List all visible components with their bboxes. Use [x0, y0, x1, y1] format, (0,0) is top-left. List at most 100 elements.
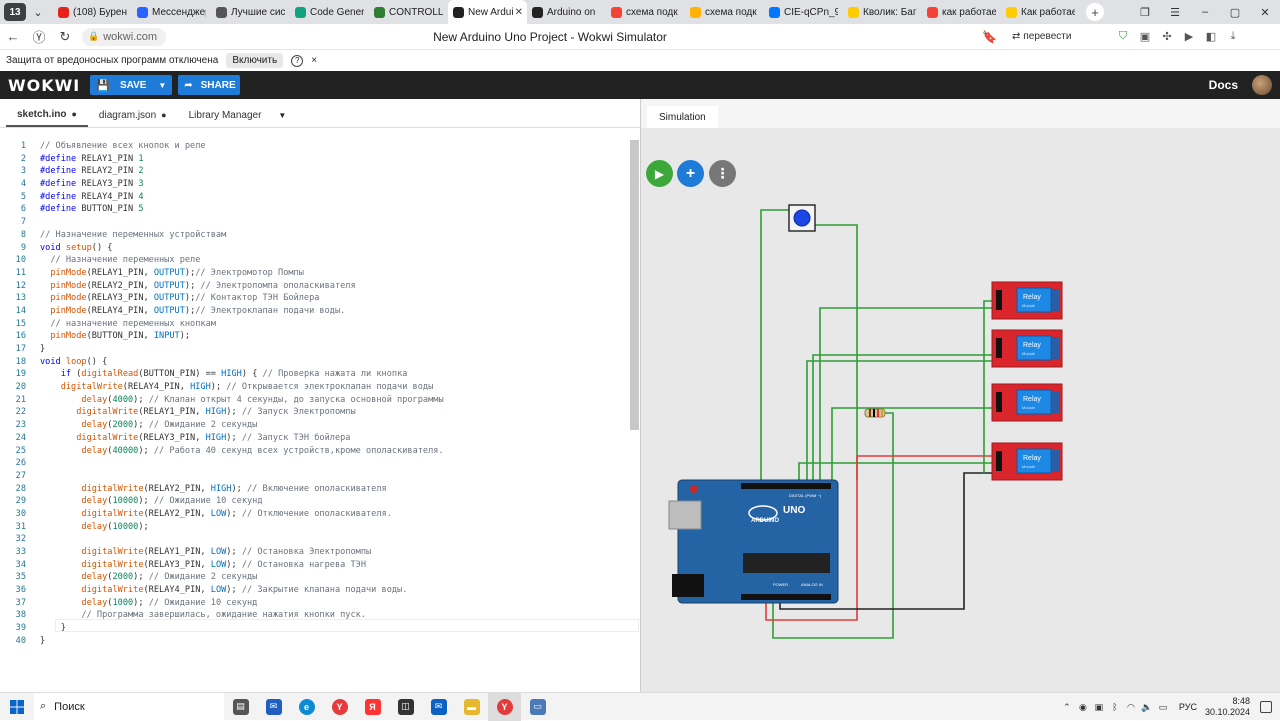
browser-tab[interactable]: New Ardui✕: [448, 0, 527, 24]
language-indicator[interactable]: РУС: [1178, 702, 1197, 712]
browser-tab[interactable]: Лучшие сис: [211, 0, 290, 24]
resistor-band[interactable]: [873, 409, 875, 417]
resistor-band[interactable]: [877, 409, 879, 417]
enable-protection-button[interactable]: Включить: [226, 53, 284, 68]
code-line[interactable]: 38 // Программа завершилась, ожидание на…: [0, 609, 630, 622]
relay-coil[interactable]: [1016, 389, 1052, 415]
code-line[interactable]: 16 pinMode(BUTTON_PIN, INPUT);: [0, 330, 630, 343]
more-options-button[interactable]: ⋮: [709, 160, 736, 187]
code-line[interactable]: 36 digitalWrite(RELAY4_PIN, LOW); // Зак…: [0, 584, 630, 597]
reload-icon[interactable]: ↻: [59, 28, 71, 44]
close-tab-icon[interactable]: ✕: [514, 6, 523, 18]
code-line[interactable]: 19 if (digitalRead(BUTTON_PIN) == HIGH) …: [0, 368, 630, 381]
code-line[interactable]: 6#define BUTTON_PIN 5: [0, 203, 630, 216]
save-button[interactable]: 💾SAVE▼: [90, 75, 173, 95]
tab-count-badge[interactable]: 13: [4, 3, 26, 21]
avatar[interactable]: [1252, 75, 1272, 95]
relay-terminal[interactable]: [1052, 289, 1060, 311]
code-line[interactable]: 39 }: [0, 622, 630, 635]
yandex-browser-icon[interactable]: Y: [323, 693, 356, 721]
relay-coil[interactable]: [1016, 335, 1052, 361]
save-icon[interactable]: ▣: [1139, 31, 1151, 43]
browser-tab[interactable]: Code Gener: [290, 0, 369, 24]
browser-tab[interactable]: схема подк: [685, 0, 764, 24]
store-icon[interactable]: ◫: [389, 693, 422, 721]
bookmark-icon[interactable]: 🔖: [982, 29, 997, 44]
analog-header[interactable]: [741, 594, 831, 600]
chevron-up-icon[interactable]: ⌃: [1063, 701, 1071, 712]
back-icon[interactable]: ←: [6, 29, 20, 44]
code-line[interactable]: 13 pinMode(RELAY3_PIN, OUTPUT);// Контак…: [0, 292, 630, 305]
yandex-active-icon[interactable]: Y: [488, 692, 521, 721]
code-line[interactable]: 23 delay(2000); // Ожидание 2 секунды: [0, 419, 630, 432]
code-line[interactable]: 34 digitalWrite(RELAY3_PIN, LOW); // Ост…: [0, 559, 630, 572]
close-window-icon[interactable]: ✕: [1260, 6, 1270, 19]
browser-tab[interactable]: схема подк: [606, 0, 685, 24]
code-line[interactable]: 28 digitalWrite(RELAY2_PIN, HIGH); // Вк…: [0, 483, 630, 496]
code-line[interactable]: 11 pinMode(RELAY1_PIN, OUTPUT);// Электр…: [0, 267, 630, 280]
taskbar-search[interactable]: ⌕Поиск: [34, 692, 224, 721]
code-line[interactable]: 40}: [0, 635, 630, 648]
relay-pin-header[interactable]: [996, 290, 1002, 310]
download-icon[interactable]: ⤓: [1230, 30, 1236, 42]
usb-port[interactable]: [668, 500, 702, 530]
code-line[interactable]: 25 delay(40000); // Работа 40 секунд все…: [0, 445, 630, 458]
editor-tab[interactable]: Library Manager: [178, 103, 273, 127]
code-line[interactable]: 29 delay(10000); // Ожидание 10 секунд: [0, 495, 630, 508]
relay-coil[interactable]: [1016, 448, 1052, 474]
mail-icon[interactable]: ✉: [422, 693, 455, 721]
editor-tab[interactable]: sketch.ino●: [6, 103, 88, 127]
yandex-icon[interactable]: Я: [356, 693, 389, 721]
shield-icon[interactable]: ⛉: [1118, 30, 1128, 42]
code-line[interactable]: 33 digitalWrite(RELAY1_PIN, LOW); // Ост…: [0, 546, 630, 559]
code-line[interactable]: 22 digitalWrite(RELAY1_PIN, HIGH); // За…: [0, 406, 630, 419]
code-line[interactable]: 7: [0, 216, 630, 229]
code-line[interactable]: 8// Назначение переменных устройствам: [0, 229, 630, 242]
url-field[interactable]: 🔒wokwi.com: [82, 27, 166, 46]
power-jack[interactable]: [672, 574, 704, 597]
code-line[interactable]: 14 pinMode(RELAY4_PIN, OUTPUT);// Электр…: [0, 305, 630, 318]
browser-tab[interactable]: как работае: [922, 0, 1001, 24]
browser-tab[interactable]: Как работае: [1001, 0, 1080, 24]
puzzle-icon[interactable]: ✣: [1162, 31, 1172, 43]
browser-tab[interactable]: Arduino on: [527, 0, 606, 24]
volume-icon[interactable]: 🔈: [1141, 701, 1153, 712]
yandex-home-icon[interactable]: Ⓨ: [32, 30, 46, 45]
remote-desktop-icon[interactable]: ▭: [521, 693, 554, 721]
add-part-button[interactable]: +: [677, 160, 704, 187]
browser-tab[interactable]: CONTROLL: [369, 0, 448, 24]
chevron-down-icon[interactable]: ⌄: [33, 6, 43, 19]
pushbutton-cap[interactable]: [793, 209, 811, 227]
help-icon[interactable]: ?: [291, 54, 304, 67]
windows-start-icon[interactable]: [0, 699, 34, 714]
play-button[interactable]: ▶: [646, 160, 673, 187]
code-line[interactable]: 35 delay(2000); // Ожидание 2 секунды: [0, 571, 630, 584]
sidebar-icon[interactable]: ◧: [1205, 31, 1217, 43]
library-dropdown-icon[interactable]: ▼: [278, 110, 287, 120]
relay-terminal[interactable]: [1052, 337, 1060, 359]
browser-tab[interactable]: (108) Бурен: [53, 0, 132, 24]
browser-tab[interactable]: CIE-qCPn_9: [764, 0, 843, 24]
relay-pin-header[interactable]: [996, 451, 1002, 471]
battery-icon[interactable]: ▭: [1158, 701, 1168, 712]
code-line[interactable]: 32: [0, 533, 630, 546]
menu-icon[interactable]: ☰: [1170, 6, 1180, 19]
notifications-icon[interactable]: [1260, 701, 1272, 713]
code-line[interactable]: 27: [0, 470, 630, 483]
code-line[interactable]: 24 digitalWrite(RELAY3_PIN, HIGH); // За…: [0, 432, 630, 445]
new-tab-button[interactable]: +: [1086, 3, 1104, 21]
mail-app-icon[interactable]: ✉: [257, 693, 290, 721]
relay-terminal[interactable]: [1052, 450, 1060, 472]
code-line[interactable]: 5#define RELAY4_PIN 4: [0, 191, 630, 204]
browser-tab[interactable]: Кволик: Баг: [843, 0, 922, 24]
relay-pin-header[interactable]: [996, 338, 1002, 358]
code-line[interactable]: 2#define RELAY1_PIN 1: [0, 153, 630, 166]
code-line[interactable]: 10 // Назначение переменных реле: [0, 254, 630, 267]
close-bar-icon[interactable]: ×: [311, 55, 318, 66]
bluetooth-icon[interactable]: ᛒ: [1112, 702, 1118, 712]
docs-link[interactable]: Docs: [1208, 78, 1238, 92]
